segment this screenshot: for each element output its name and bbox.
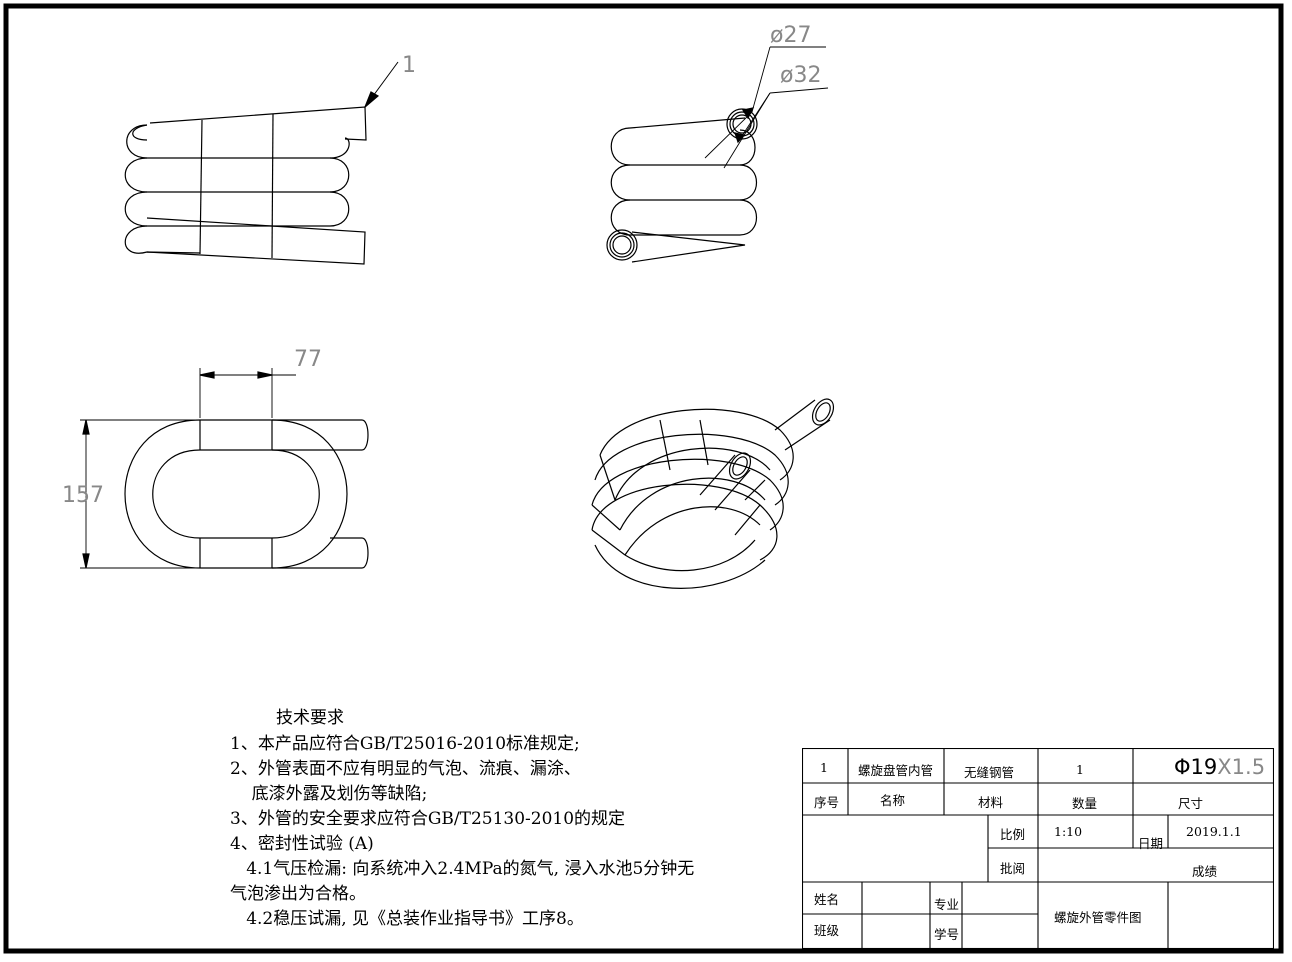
requirement-4-1b: 气泡渗出为合格。: [230, 884, 366, 904]
header-no: 序号: [814, 795, 840, 810]
balloon-part-number: 1: [402, 53, 416, 78]
header-material: 材料: [978, 795, 1004, 810]
row-name: 螺旋盘管内管: [858, 763, 934, 778]
major-label: 专业: [934, 897, 960, 912]
requirement-4-1: 4.1气压检漏: 向系统冲入2.4MPa的氮气, 浸入水池5分钟无: [230, 859, 695, 879]
date-label: 日期: [1138, 836, 1164, 851]
sheet-border: [3, 3, 1284, 954]
dim-height: 157: [62, 483, 104, 508]
requirement-4-2: 4.2稳压试漏, 见《总装作业指导书》工序8。: [230, 909, 584, 929]
row-no: 1: [820, 760, 828, 775]
row-size-rest: X1.5: [1217, 755, 1266, 779]
id-label: 学号: [934, 927, 960, 942]
iso-view: [591, 398, 835, 589]
side-view: [606, 46, 829, 263]
row-qty: 1: [1076, 762, 1084, 777]
review-label: 批阅: [1000, 861, 1026, 876]
front-view: [124, 61, 399, 265]
row-size-main: Φ19: [1174, 755, 1218, 779]
scale-value: 1:10: [1054, 824, 1083, 839]
header-name: 名称: [880, 793, 906, 808]
title-block-grid: [802, 748, 1274, 949]
header-qty: 数量: [1072, 796, 1098, 811]
requirement-2: 2、外管表面不应有明显的气泡、流痕、漏涂、: [230, 759, 581, 779]
title-block: 1 螺旋盘管内管 无缝钢管 1 Φ19X1.5 序号 名称 材料 数量 尺寸 比…: [802, 748, 1274, 949]
class-label: 班级: [814, 923, 840, 938]
dim-width: 77: [294, 347, 322, 372]
header-size: 尺寸: [1178, 796, 1204, 811]
drawing-title: 螺旋外管零件图: [1054, 910, 1142, 925]
row-material: 无缝钢管: [964, 765, 1015, 780]
date-value: 2019.1.1: [1186, 824, 1242, 839]
top-view: [80, 368, 369, 569]
requirement-2b: 底漆外露及划伤等缺陷;: [230, 784, 428, 804]
dim-outer-diameter: ø32: [780, 63, 821, 88]
dim-inner-diameter: ø27: [770, 23, 811, 48]
requirement-4: 4、密封性试验 (A): [230, 834, 374, 854]
grade-label: 成绩: [1192, 864, 1218, 879]
requirement-3: 3、外管的安全要求应符合GB/T25130-2010的规定: [230, 809, 626, 829]
name-label: 姓名: [814, 892, 840, 907]
requirements-title: 技术要求: [276, 708, 344, 728]
row-size: Φ19X1.5: [1174, 755, 1265, 779]
scale-label: 比例: [1000, 827, 1026, 842]
requirement-1: 1、本产品应符合GB/T25016-2010标准规定;: [230, 734, 580, 754]
